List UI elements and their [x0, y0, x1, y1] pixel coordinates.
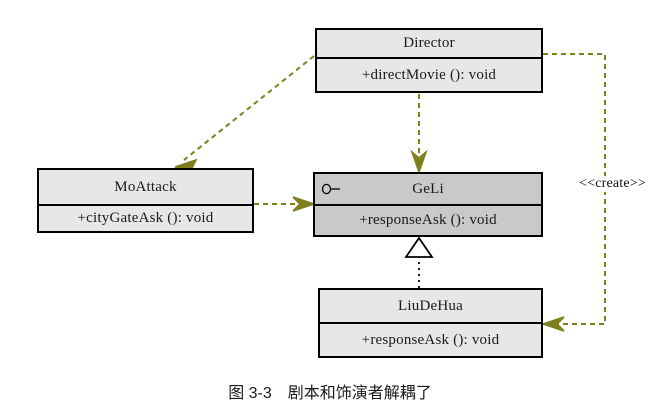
class-name-compartment: LiuDeHua — [320, 290, 541, 324]
class-name-label: MoAttack — [114, 178, 177, 195]
class-box-moattack[interactable]: MoAttack +cityGateAsk (): void — [37, 168, 254, 233]
stereotype-label-create: <<create>> — [578, 176, 647, 192]
stereotype-text: <<create>> — [579, 176, 646, 191]
class-name-label: GeLi — [412, 180, 444, 197]
edge-line — [183, 55, 315, 161]
class-operations-compartment: +responseAsk (): void — [315, 206, 541, 235]
class-operations-compartment: +directMovie (): void — [317, 59, 541, 91]
edge-director-creates-liudehua — [540, 53, 606, 332]
class-name-compartment: MoAttack — [39, 170, 252, 206]
open-arrowhead — [292, 196, 317, 212]
open-arrowhead — [540, 316, 565, 332]
class-name-compartment: Director — [317, 30, 541, 59]
class-box-director[interactable]: Director +directMovie (): void — [315, 28, 543, 93]
edge-director-to-moattack — [174, 55, 315, 174]
operation-label: +responseAsk (): void — [359, 212, 497, 228]
open-arrowhead — [410, 149, 428, 175]
class-name-label: LiuDeHua — [398, 297, 463, 314]
edge-moattack-to-geli — [254, 196, 317, 212]
figure-caption-text: 图 3-3 剧本和饰演者解耦了 — [228, 385, 432, 402]
class-box-geli[interactable]: GeLi +responseAsk (): void — [313, 172, 543, 237]
class-name-label: Director — [403, 35, 455, 51]
class-operations-compartment: +responseAsk (): void — [320, 324, 541, 356]
operation-label: +directMovie (): void — [361, 66, 497, 83]
operation-label: +responseAsk (): void — [361, 331, 500, 348]
lollipop-interface-icon — [321, 183, 340, 195]
hollow-triangle-arrowhead — [404, 236, 434, 258]
class-box-liudehua[interactable]: LiuDeHua +responseAsk (): void — [318, 288, 543, 358]
edge-liudehua-realizes-geli — [404, 236, 434, 288]
edge-director-to-geli — [410, 94, 428, 175]
class-name-compartment: GeLi — [315, 174, 541, 206]
figure-caption: 图 3-3 剧本和饰演者解耦了 — [0, 379, 660, 403]
operation-label: +cityGateAsk (): void — [77, 210, 214, 226]
class-operations-compartment: +cityGateAsk (): void — [39, 206, 252, 231]
